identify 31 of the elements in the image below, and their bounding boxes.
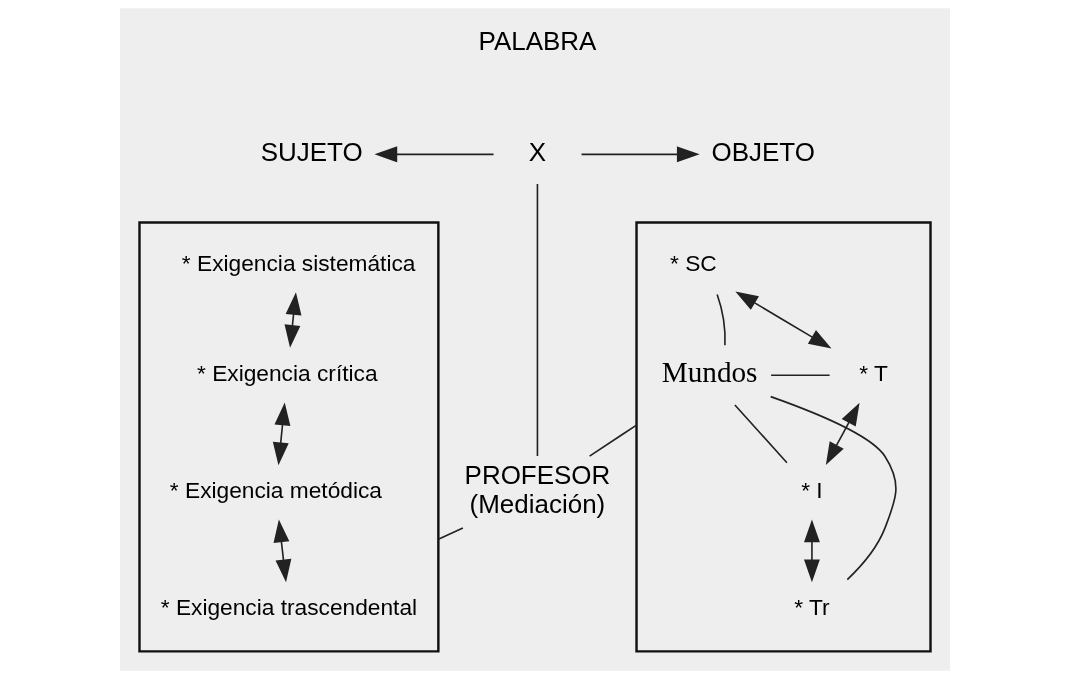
arrow: [735, 291, 832, 349]
node-text: Mundos: [661, 356, 758, 389]
connector: [716, 293, 726, 347]
node-text: SUJETO: [260, 136, 363, 167]
arrow: [273, 519, 292, 583]
cluster: [138, 221, 440, 653]
node-text: * T: [859, 360, 888, 387]
arrow: [272, 402, 291, 466]
arrow: [803, 519, 820, 583]
connector: [734, 404, 788, 464]
connector: [769, 395, 897, 581]
node-text: PROFESOR (Mediación): [464, 459, 611, 519]
arrow: [284, 292, 302, 348]
node-text: OBJETO: [711, 136, 815, 167]
connector: [536, 183, 539, 457]
node-text: X: [528, 136, 547, 167]
node-text: * Exigencia crítica: [197, 360, 378, 387]
arrow: [825, 402, 860, 465]
node-text: * Exigencia trascendental: [160, 594, 418, 621]
connector: [588, 424, 638, 457]
node-text: * Exigencia sistemática: [181, 249, 416, 276]
node-text: * SC: [670, 249, 717, 276]
arrow: [580, 146, 700, 163]
node-text: * Exigencia metódica: [169, 477, 383, 504]
node-text: * I: [801, 477, 823, 504]
connector: [770, 374, 831, 377]
arrow: [374, 146, 495, 163]
label: PALABRA: [478, 26, 597, 57]
connector: [437, 527, 464, 540]
cluster: [635, 221, 932, 653]
node-text: * Tr: [794, 594, 830, 621]
